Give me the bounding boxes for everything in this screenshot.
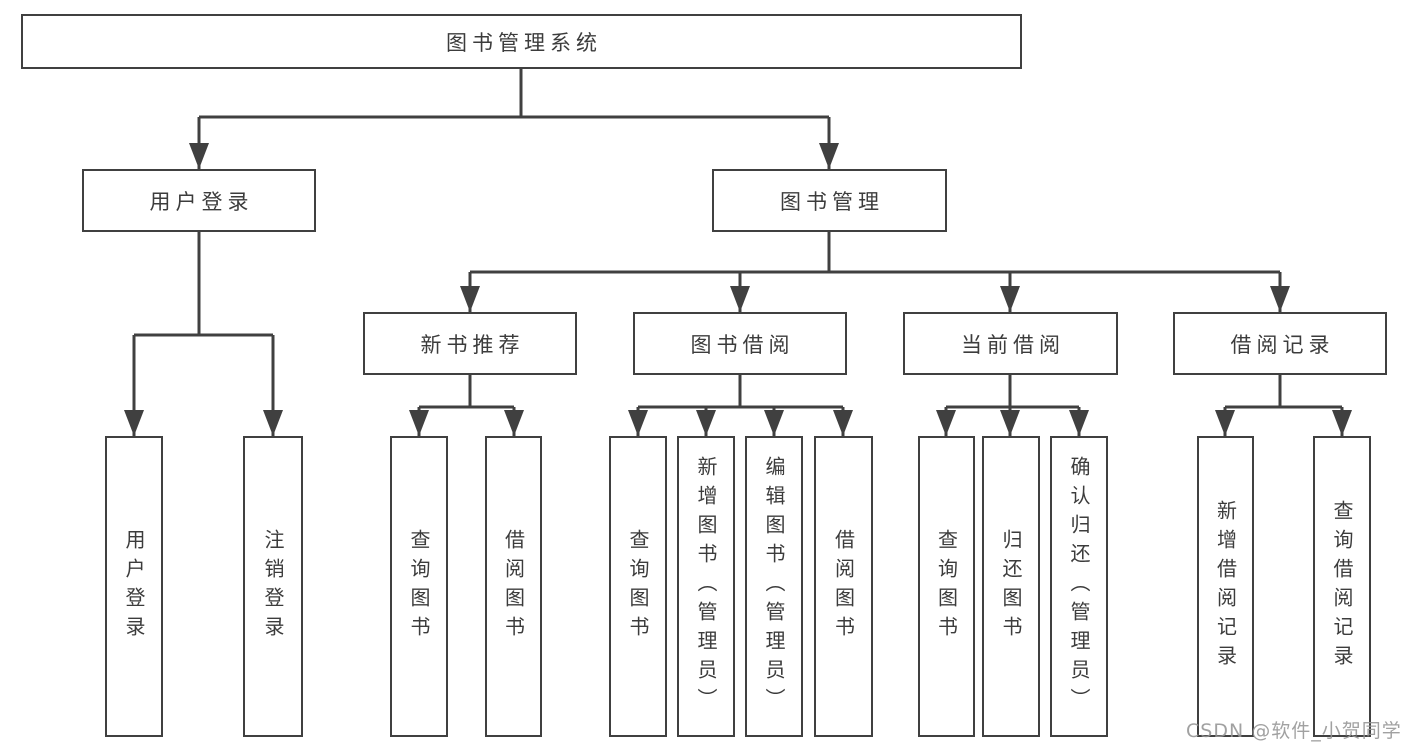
leaf-add-borrow-record: 新增借阅记录 [1197, 436, 1254, 737]
leaf-logout: 注销登录 [243, 436, 303, 737]
leaf-borrow-books-recommend: 借阅图书 [485, 436, 542, 737]
leaf-borrow-books: 借阅图书 [814, 436, 873, 737]
leaf-confirm-return-admin: 确认归还（管理员） [1050, 436, 1108, 737]
node-current-borrow: 当前借阅 [903, 312, 1118, 375]
csdn-watermark: CSDN @软件_小贺同学 [1186, 720, 1402, 742]
node-library-management-system: 图书管理系统 [21, 14, 1022, 69]
leaf-query-books-borrow: 查询图书 [609, 436, 667, 737]
leaf-edit-books-admin: 编辑图书（管理员） [745, 436, 803, 737]
leaf-query-borrow-record: 查询借阅记录 [1313, 436, 1371, 737]
leaf-query-books-current: 查询图书 [918, 436, 975, 737]
node-user-login: 用户登录 [82, 169, 316, 232]
node-new-book-recommend: 新书推荐 [363, 312, 577, 375]
node-book-borrow: 图书借阅 [633, 312, 847, 375]
node-book-management: 图书管理 [712, 169, 947, 232]
leaf-user-login: 用户登录 [105, 436, 163, 737]
leaf-return-books: 归还图书 [982, 436, 1040, 737]
leaf-add-books-admin: 新增图书（管理员） [677, 436, 735, 737]
node-borrow-records: 借阅记录 [1173, 312, 1387, 375]
leaf-query-books-recommend: 查询图书 [390, 436, 448, 737]
